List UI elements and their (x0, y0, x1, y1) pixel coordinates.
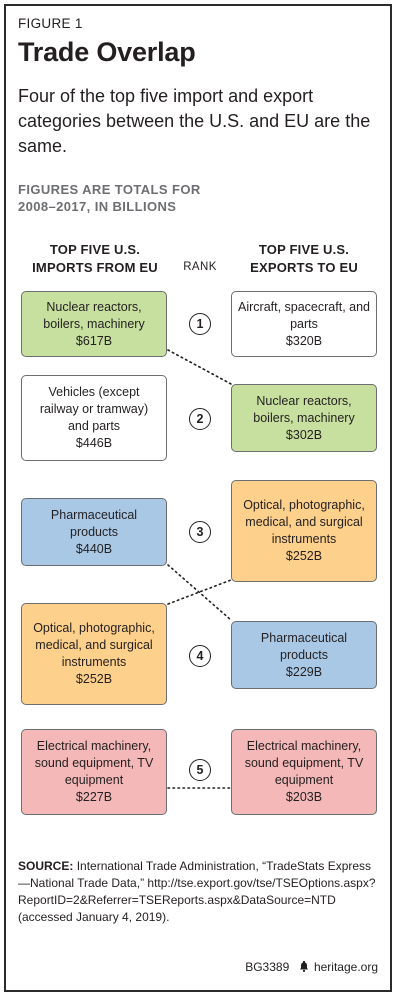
import-box-rank-1: Nuclear reactors, boilers, machinery $61… (21, 291, 167, 357)
export-value: $252B (285, 549, 323, 563)
import-label: Nuclear reactors, boilers, machinery (43, 299, 145, 331)
export-label: Nuclear reactors, boilers, machinery (253, 393, 355, 425)
import-box-rank-3: Pharmaceutical products $440B (21, 498, 167, 566)
source-label: SOURCE: (18, 859, 74, 873)
import-label: Optical, photographic, medical, and surg… (33, 621, 155, 669)
exports-header-line2: EXPORTS TO EU (250, 260, 358, 275)
rank-circle-4: 4 (189, 645, 211, 667)
export-value: $320B (285, 333, 323, 348)
import-value: $617B (75, 333, 113, 348)
import-value: $252B (75, 672, 113, 686)
import-box-rank-5: Electrical machinery, sound equipment, T… (21, 729, 167, 815)
export-label: Optical, photographic, medical, and surg… (243, 498, 365, 546)
rank-circle-2: 2 (189, 408, 211, 430)
export-value: $203B (285, 790, 323, 804)
export-value: $302B (285, 427, 323, 442)
report-id: BG3389 (245, 960, 290, 974)
rank-circle-1: 1 (189, 313, 211, 335)
bell-icon (299, 960, 309, 974)
export-box-rank-5: Electrical machinery, sound equipment, T… (231, 729, 377, 815)
export-box-rank-3: Optical, photographic, medical, and surg… (231, 480, 377, 582)
imports-column-header: TOP FIVE U.S. IMPORTS FROM EU (20, 241, 170, 277)
import-label: Electrical machinery, sound equipment, T… (34, 739, 154, 787)
figure-label: FIGURE 1 (18, 16, 83, 31)
rank-column-header: RANK (183, 261, 217, 273)
import-value: $440B (75, 541, 113, 556)
export-box-rank-2: Nuclear reactors, boilers, machinery $30… (231, 384, 377, 452)
import-label: Vehicles (except railway or tramway) and… (39, 385, 149, 433)
credit-line: BG3389 heritage.org (238, 960, 378, 974)
site-name: heritage.org (313, 960, 378, 974)
rank-circle-3: 3 (189, 521, 211, 543)
units-note-line1: FIGURES ARE TOTALS FOR (18, 182, 201, 197)
imports-header-line1: TOP FIVE U.S. (49, 242, 141, 257)
rank-circle-5: 5 (189, 759, 211, 781)
import-value: $227B (75, 790, 113, 804)
figure-frame (4, 4, 392, 992)
import-box-rank-4: Optical, photographic, medical, and surg… (21, 603, 167, 705)
export-label: Aircraft, spacecraft, and parts (238, 299, 371, 331)
source-text: International Trade Administration, “Tra… (18, 859, 376, 924)
source-note: SOURCE: International Trade Administrati… (18, 858, 378, 926)
export-label: Pharmaceutical products (260, 630, 348, 662)
figure-title: Trade Overlap (18, 37, 196, 67)
imports-header-line2: IMPORTS FROM EU (32, 260, 158, 275)
figure-subtitle: Four of the top five import and export c… (18, 86, 371, 156)
export-label: Electrical machinery, sound equipment, T… (244, 739, 364, 787)
import-label: Pharmaceutical products (50, 507, 138, 539)
export-value: $229B (285, 664, 323, 679)
import-value: $446B (75, 436, 113, 450)
import-box-rank-2: Vehicles (except railway or tramway) and… (21, 375, 167, 461)
units-note: FIGURES ARE TOTALS FOR 2008–2017, IN BIL… (18, 181, 278, 215)
export-box-rank-4: Pharmaceutical products $229B (231, 621, 377, 689)
exports-column-header: TOP FIVE U.S. EXPORTS TO EU (228, 241, 380, 277)
exports-header-line1: TOP FIVE U.S. (258, 242, 350, 257)
units-note-line2: 2008–2017, IN BILLIONS (18, 199, 177, 214)
export-box-rank-1: Aircraft, spacecraft, and parts $320B (231, 291, 377, 357)
